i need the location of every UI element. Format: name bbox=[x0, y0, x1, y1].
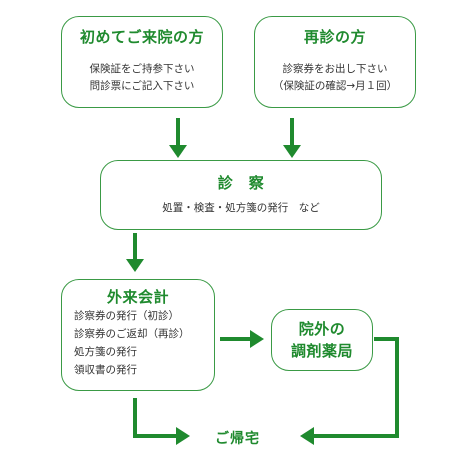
exam-box: 診 察 処置・検査・処方箋の発行 など bbox=[100, 160, 382, 230]
checkout-line-4: 領収書の発行 bbox=[74, 364, 137, 376]
arrow-checkout-to-home bbox=[133, 398, 178, 438]
pharmacy-title-line-2: 調剤薬局 bbox=[290, 342, 353, 360]
checkout-line-2: 診察券のご返却（再診） bbox=[74, 328, 190, 340]
checkout-line-3: 処方箋の発行 bbox=[74, 346, 137, 358]
arrow-pharmacy-to-home bbox=[312, 337, 399, 438]
pharmacy-title-line-1: 院外の bbox=[298, 320, 346, 338]
exam-title: 診 察 bbox=[217, 174, 265, 192]
first-visit-title: 初めてご来院の方 bbox=[79, 28, 204, 46]
revisit-line-2: （保険証の確認→月１回） bbox=[272, 80, 398, 92]
first-visit-line-2: 問診票にご記入下さい bbox=[89, 80, 195, 92]
checkout-line-1: 診察券の発行（初診） bbox=[74, 310, 179, 322]
revisit-box: 再診の方 診察券をお出し下さい （保険証の確認→月１回） bbox=[254, 16, 416, 108]
first-visit-box: 初めてご来院の方 保険証をご持参下さい 問診票にご記入下さい bbox=[61, 16, 223, 108]
revisit-line-1: 診察券をお出し下さい bbox=[282, 63, 388, 75]
checkout-title: 外来会計 bbox=[106, 288, 169, 306]
first-visit-line-1: 保険証をご持参下さい bbox=[89, 63, 195, 75]
pharmacy-box: 院外の 調剤薬局 bbox=[271, 309, 373, 371]
revisit-title: 再診の方 bbox=[303, 28, 366, 46]
checkout-box: 外来会計 診察券の発行（初診） 診察券のご返却（再診） 処方箋の発行 領収書の発… bbox=[61, 279, 215, 391]
go-home-label: ご帰宅 bbox=[215, 431, 260, 447]
exam-subtitle: 処置・検査・処方箋の発行 など bbox=[162, 202, 320, 214]
